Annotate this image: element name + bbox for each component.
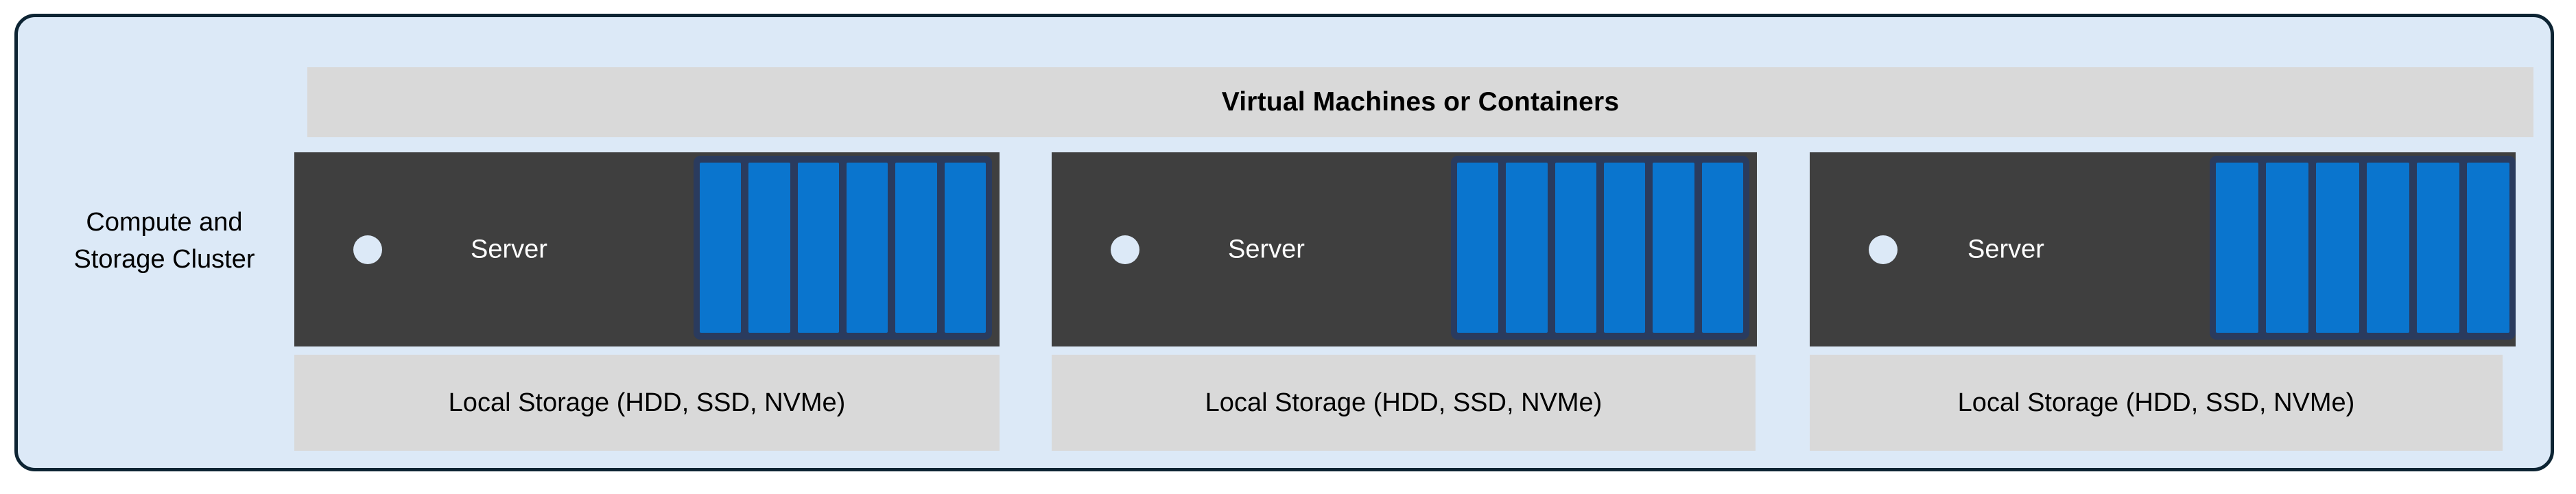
status-led-icon <box>1869 235 1898 264</box>
local-storage-3: Local Storage (HDD, SSD, NVMe) <box>1810 355 2503 451</box>
server-label-3: Server <box>1968 235 2044 263</box>
virtual-machines-banner-label: Virtual Machines or Containers <box>1221 87 1620 117</box>
drive-slot <box>895 163 937 333</box>
local-storage-label-3: Local Storage (HDD, SSD, NVMe) <box>1957 388 2355 417</box>
drive-slot <box>1701 163 1743 333</box>
drive-slot <box>1506 163 1548 333</box>
local-storage-1: Local Storage (HDD, SSD, NVMe) <box>294 355 1000 451</box>
cluster-label: Compute and Storage Cluster <box>73 208 255 274</box>
drive-slot <box>797 163 839 333</box>
drive-slot <box>1457 163 1499 333</box>
drive-bay-3 <box>2210 156 2516 340</box>
server-label-2: Server <box>1228 235 1305 263</box>
drive-slot <box>2216 163 2259 333</box>
drive-slot <box>944 163 986 333</box>
drive-slot <box>1653 163 1694 333</box>
drive-slot <box>2366 163 2409 333</box>
drive-slot <box>846 163 888 333</box>
server-node-3: Server <box>1810 152 2516 346</box>
drive-slot <box>748 163 790 333</box>
local-storage-label-2: Local Storage (HDD, SSD, NVMe) <box>1205 388 1603 417</box>
server-chassis-3: Server <box>1810 152 2516 346</box>
drive-slot <box>700 163 742 333</box>
server-label-1: Server <box>471 235 547 263</box>
drive-slot <box>1603 163 1646 333</box>
local-storage-label-1: Local Storage (HDD, SSD, NVMe) <box>448 388 846 417</box>
drive-slot <box>2316 163 2359 333</box>
status-led-icon <box>353 235 382 264</box>
drive-slot <box>2466 163 2510 333</box>
server-node-1: Server <box>294 152 1000 346</box>
virtual-machines-banner: Virtual Machines or Containers <box>307 67 2533 137</box>
compute-storage-cluster-frame: Compute and Storage Cluster Virtual Mach… <box>14 14 2554 471</box>
drive-slot <box>2416 163 2459 333</box>
drive-bay-2 <box>1451 156 1749 340</box>
server-node-2: Server <box>1052 152 1757 346</box>
server-chassis-2: Server <box>1052 152 1757 346</box>
local-storage-2: Local Storage (HDD, SSD, NVMe) <box>1052 355 1756 451</box>
drive-slot <box>1555 163 1596 333</box>
server-chassis-1: Server <box>294 152 1000 346</box>
status-led-icon <box>1111 235 1139 264</box>
drive-slot <box>2266 163 2309 333</box>
drive-bay-1 <box>694 156 992 340</box>
